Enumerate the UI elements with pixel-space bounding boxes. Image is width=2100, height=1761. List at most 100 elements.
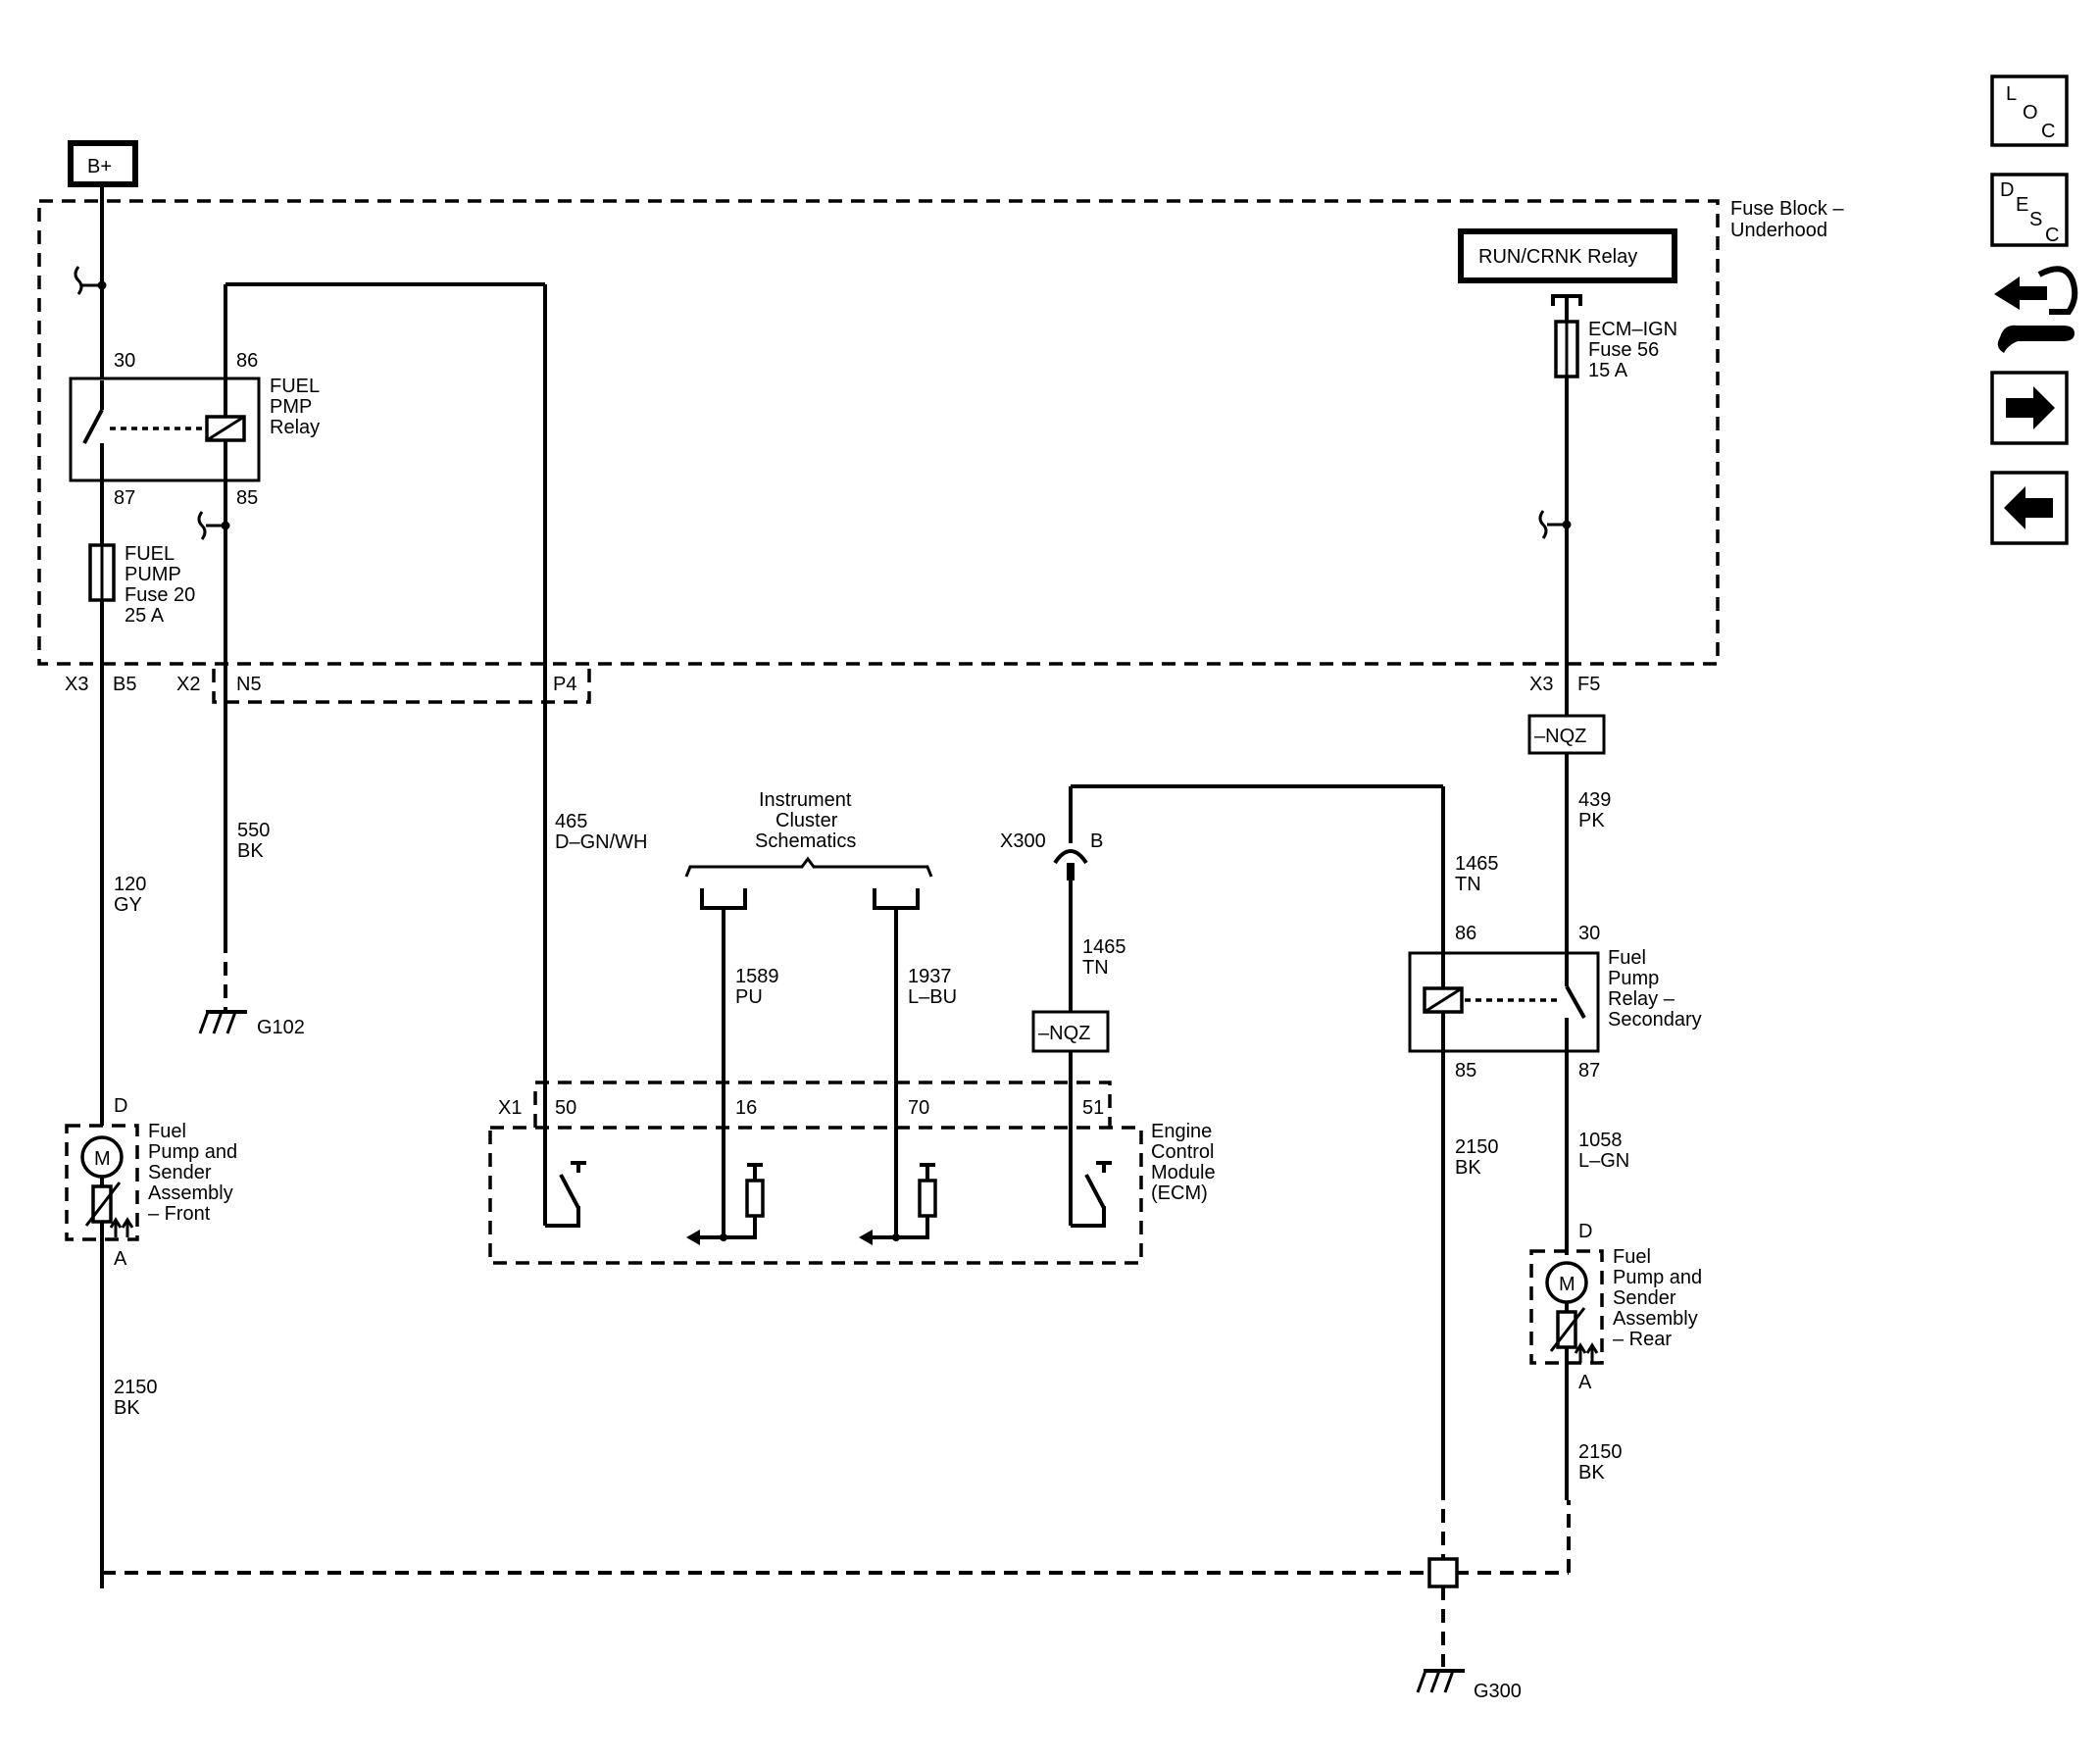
rear-pump-label-1: Fuel [1613, 1246, 1651, 1268]
wire-1465a-circuit: 1465 [1082, 936, 1126, 958]
wire-120-color: GY [114, 894, 142, 916]
front-pump-label-1: Fuel [148, 1121, 186, 1142]
ground-g102-label: G102 [257, 1017, 305, 1038]
fuel-pmp-relay-label-1: FUEL [270, 376, 320, 397]
desc-letter-c: C [2045, 225, 2059, 246]
relay-pin-86: 86 [236, 350, 258, 372]
wire-2150b-circuit: 2150 [1455, 1136, 1499, 1158]
ecm-pin-70: 70 [908, 1097, 929, 1119]
connector-wrench-icon[interactable] [1994, 266, 2078, 353]
wire-439-circuit: 439 [1578, 789, 1611, 811]
desc-button[interactable]: D E S C [1990, 173, 2069, 247]
run-crnk-relay-box [1458, 228, 1677, 283]
desc-letter-e: E [2016, 194, 2028, 216]
relay-pin-30: 30 [114, 350, 135, 372]
run-crnk-relay-label: RUN/CRNK Relay [1478, 246, 1637, 268]
loc-letter-o: O [2023, 102, 2038, 124]
instrument-cluster-label-2: Cluster [775, 810, 838, 831]
conn-x300-pin-b: B [1090, 830, 1103, 852]
wire-465-circuit: 465 [555, 811, 587, 832]
wire-1465a-color: TN [1082, 957, 1109, 979]
ecm-pin-16: 16 [735, 1097, 757, 1119]
fuel-pump-fuse-label-4: 25 A [125, 605, 165, 627]
rear-pump-motor: M [1559, 1274, 1575, 1295]
front-pump-label-2: Pump and [148, 1141, 237, 1163]
nqz-mid-label: –NQZ [1038, 1023, 1090, 1044]
wire-2150c-circuit: 2150 [1578, 1441, 1623, 1463]
ground-g102-symbol [198, 1010, 247, 1034]
conn-x2: X2 [176, 674, 200, 695]
sec-relay-pin-86: 86 [1455, 923, 1476, 944]
wire-1937-color: L–BU [908, 986, 957, 1008]
loc-button[interactable]: L O C [1990, 75, 2069, 147]
ecm-label-3: Module [1151, 1162, 1216, 1183]
sec-relay-pin-85: 85 [1455, 1060, 1476, 1082]
next-page-arrow-icon[interactable] [1990, 371, 2069, 445]
wire-439-color: PK [1578, 810, 1605, 831]
ecm-pin-50: 50 [555, 1097, 576, 1119]
rear-pump-label-3: Sender [1613, 1287, 1676, 1309]
fuse-block-title-2: Underhood [1730, 220, 1827, 241]
sec-relay-label-3: Relay – [1608, 988, 1675, 1010]
wire-1058-color: L–GN [1578, 1150, 1629, 1172]
relay-pin-85: 85 [236, 487, 258, 509]
instrument-cluster-label-1: Instrument [759, 789, 852, 811]
ground-g300-label: G300 [1474, 1681, 1522, 1702]
front-pump-motor: M [94, 1148, 111, 1170]
wire-2150b-color: BK [1455, 1157, 1481, 1179]
wire-1589-color: PU [735, 986, 763, 1008]
front-pump-pin-d: D [114, 1095, 127, 1117]
loc-letter-c: C [2041, 121, 2055, 142]
fuel-pmp-relay-label-3: Relay [270, 417, 320, 438]
instrument-cluster-label-3: Schematics [755, 830, 856, 852]
sec-relay-label-1: Fuel [1608, 947, 1646, 969]
previous-page-arrow-icon[interactable] [1990, 471, 2069, 545]
ecm-ign-fuse-label-1: ECM–IGN [1588, 319, 1677, 340]
front-pump-box [65, 1124, 139, 1241]
fuse-block-border [37, 199, 1720, 666]
wire-1465b-circuit: 1465 [1455, 853, 1499, 875]
wire-550-circuit: 550 [237, 820, 270, 841]
wire-2150a-color: BK [114, 1397, 140, 1419]
wire-465-color: D–GN/WH [555, 831, 647, 853]
ecm-label-4: (ECM) [1151, 1182, 1208, 1204]
rear-pump-pin-a: A [1578, 1372, 1592, 1393]
ecm-pin-51: 51 [1082, 1097, 1104, 1119]
rear-pump-pin-d: D [1578, 1221, 1592, 1242]
front-pump-label-5: – Front [148, 1203, 211, 1225]
sec-relay-label-4: Secondary [1608, 1009, 1702, 1031]
sec-relay-pin-30: 30 [1578, 923, 1600, 944]
fuse-block-title-1: Fuse Block – [1730, 198, 1844, 220]
wire-1058-circuit: 1058 [1578, 1130, 1623, 1151]
fuel-pump-fuse-label-1: FUEL [125, 543, 175, 565]
conn-f5: F5 [1577, 674, 1600, 695]
ground-g300-symbol [1416, 1669, 1465, 1693]
ecm-label-2: Control [1151, 1141, 1214, 1163]
wire-2150a-circuit: 2150 [114, 1377, 158, 1398]
desc-letter-s: S [2029, 209, 2042, 230]
ecm-ign-fuse-label-3: 15 A [1588, 360, 1628, 381]
wire-1465b-color: TN [1455, 874, 1481, 895]
wire-120-circuit: 120 [114, 874, 146, 895]
rear-pump-label-2: Pump and [1613, 1267, 1702, 1288]
conn-n5: N5 [236, 674, 262, 695]
fuel-pump-fuse-label-2: PUMP [125, 564, 181, 585]
conn-x3-left: X3 [65, 674, 88, 695]
wire-1589-circuit: 1589 [735, 966, 779, 987]
wire-2150c-color: BK [1578, 1462, 1605, 1484]
wire-550-color: BK [237, 840, 264, 862]
sec-relay-pin-87: 87 [1578, 1060, 1600, 1082]
relay-pin-87: 87 [114, 487, 135, 509]
ecm-box [488, 1126, 1143, 1265]
conn-x1: X1 [498, 1097, 522, 1119]
conn-x3-right: X3 [1529, 674, 1553, 695]
g300-splice-pack [1427, 1557, 1459, 1588]
nqz-top-label: –NQZ [1534, 726, 1586, 747]
front-pump-label-3: Sender [148, 1162, 212, 1183]
fuel-pmp-relay-label-2: PMP [270, 396, 312, 418]
fuel-pump-fuse-label-3: Fuse 20 [125, 584, 195, 606]
rear-pump-label-4: Assembly [1613, 1308, 1698, 1330]
nqz-option-mid [1031, 1010, 1110, 1053]
